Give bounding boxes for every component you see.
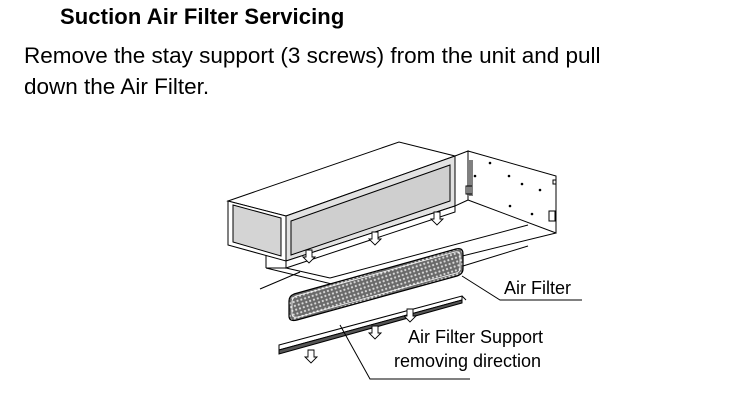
rear-unit — [454, 150, 557, 234]
down-arrow-icon — [301, 211, 445, 364]
unit-opening — [232, 204, 282, 257]
down-arrow-icon — [303, 349, 319, 364]
air-filter-panel — [288, 247, 464, 322]
air-filter-label: Air Filter — [504, 278, 571, 298]
instruction-line-2: down the Air Filter. — [24, 74, 210, 99]
air-filter-support — [278, 295, 467, 355]
instruction-text: Remove the stay support (3 screws) from … — [24, 40, 601, 102]
down-arrow-icon — [402, 308, 418, 323]
down-arrow-icon — [367, 325, 383, 340]
section-title: Suction Air Filter Servicing — [60, 4, 345, 29]
down-arrow-icon — [429, 211, 445, 226]
support-label-line-2: removing direction — [394, 351, 542, 371]
down-arrow-icon — [367, 231, 383, 246]
support-label-line-1: Air Filter Support — [408, 327, 544, 347]
instruction-line-1: Remove the stay support (3 screws) from … — [24, 43, 601, 68]
down-arrow-icon — [301, 249, 317, 264]
leader-lines — [339, 245, 582, 380]
unit-housing — [226, 141, 457, 269]
